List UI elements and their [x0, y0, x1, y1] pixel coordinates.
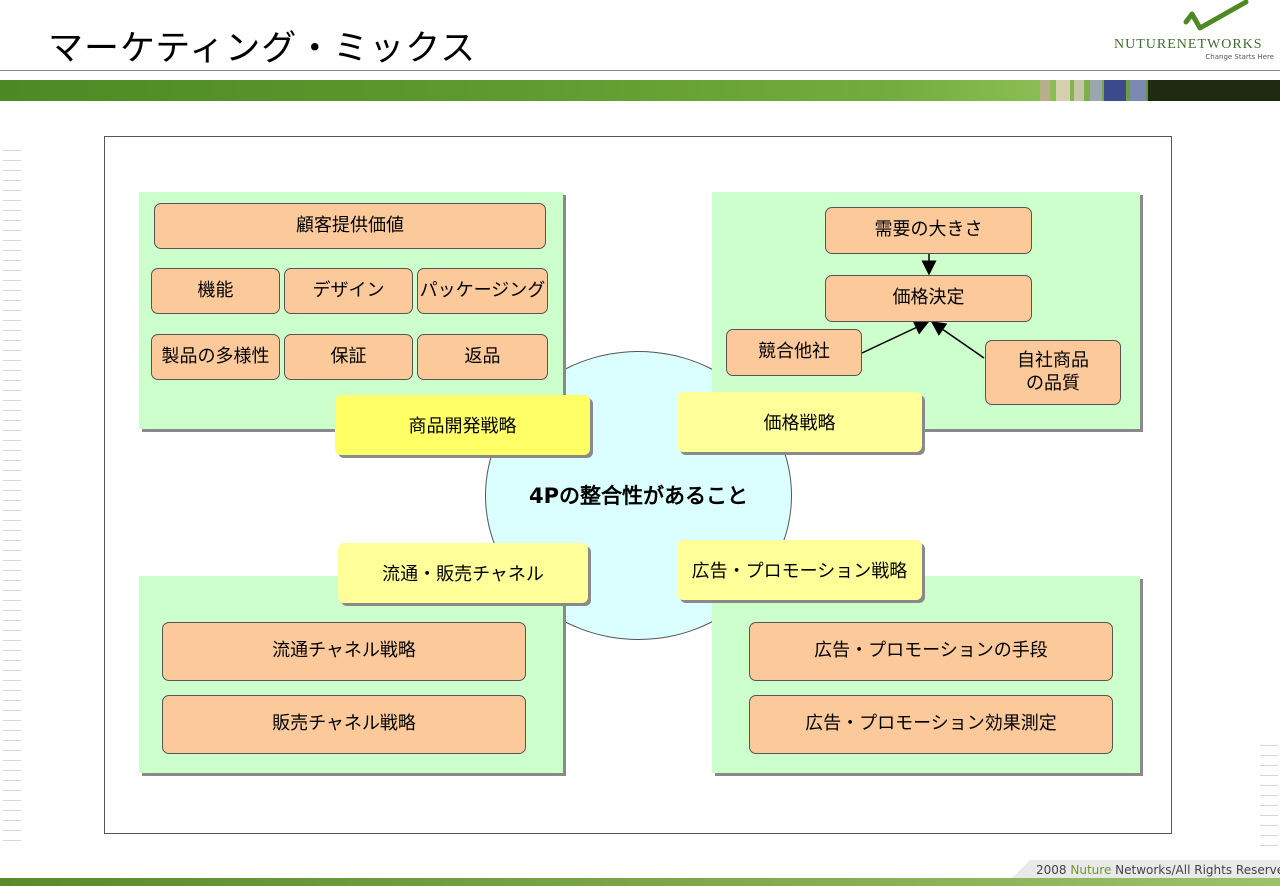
packaging-box: パッケージング [417, 268, 548, 314]
warranty-box: 保証 [284, 334, 413, 380]
competitors-box: 競合他社 [726, 329, 862, 376]
logo-wordmark-nuture: NUTURE [1114, 37, 1177, 52]
logo-tagline: Change Starts Here [1205, 53, 1274, 61]
footer-brand: Nuture [1070, 863, 1112, 877]
header-band [0, 80, 1280, 101]
band-block [1090, 80, 1102, 101]
left-ruler-decoration [3, 150, 21, 850]
price-strategy-label: 価格戦略 [677, 392, 922, 452]
band-block [1056, 80, 1070, 101]
product-strategy-label: 商品開発戦略 [335, 395, 590, 455]
place-panel: 流通チャネル戦略 販売チャネル戦略 [139, 576, 563, 773]
customer-value-box: 顧客提供価値 [154, 203, 546, 249]
promotion-effect-measurement-box: 広告・プロモーション効果測定 [749, 695, 1113, 754]
footer-copyright: 2008 Nuture Networks/All Rights Reserved [1036, 863, 1280, 877]
quality-line-2: の品質 [1026, 372, 1080, 394]
band-block [1148, 80, 1280, 101]
checkmark-logo-icon [1183, 0, 1249, 31]
footer-year: 2008 [1036, 863, 1067, 877]
promotion-strategy-label: 広告・プロモーション戦略 [677, 540, 922, 600]
logo-wordmark-networks: NETWORKS [1176, 37, 1263, 52]
design-box: デザイン [284, 268, 413, 314]
own-product-quality-box: 自社商品 の品質 [985, 340, 1121, 405]
right-ruler-decoration [1260, 745, 1278, 855]
band-block [1040, 80, 1050, 101]
price-decision-box: 価格決定 [825, 275, 1032, 322]
logo-wordmark: NUTURENETWORKS [1114, 37, 1263, 53]
place-channel-label: 流通・販売チャネル [338, 543, 588, 603]
returns-box: 返品 [417, 334, 548, 380]
function-box: 機能 [151, 268, 280, 314]
band-block [1130, 80, 1146, 101]
product-variety-box: 製品の多様性 [151, 334, 280, 380]
demand-size-box: 需要の大きさ [825, 207, 1032, 254]
price-panel: 需要の大きさ 価格決定 競合他社 自社商品 の品質 [712, 192, 1140, 429]
product-panel: 顧客提供価値 機能 デザイン パッケージング 製品の多様性 保証 返品 [139, 192, 563, 429]
promotion-panel: 広告・プロモーションの手段 広告・プロモーション効果測定 [712, 576, 1140, 773]
sales-channel-strategy-box: 販売チャネル戦略 [162, 695, 526, 754]
slide-title: マーケティング・ミックス [48, 29, 477, 69]
quality-to-price-arrow [930, 321, 985, 359]
footer-rights: Networks/All Rights Reserved [1115, 863, 1280, 877]
footer-tab [1010, 860, 1280, 880]
company-logo: NUTURENETWORKS Change Starts Here [1108, 0, 1280, 66]
footer-band [0, 878, 1280, 886]
header-divider [0, 70, 1280, 71]
promotion-means-box: 広告・プロモーションの手段 [749, 622, 1113, 681]
competitors-to-price-arrow [861, 320, 930, 354]
center-message: 4Pの整合性があること [528, 484, 748, 508]
quality-line-1: 自社商品 [1017, 350, 1089, 371]
distribution-channel-strategy-box: 流通チャネル戦略 [162, 622, 526, 681]
price-arrows [861, 254, 985, 359]
band-block [1104, 80, 1126, 101]
band-block [1074, 80, 1084, 101]
